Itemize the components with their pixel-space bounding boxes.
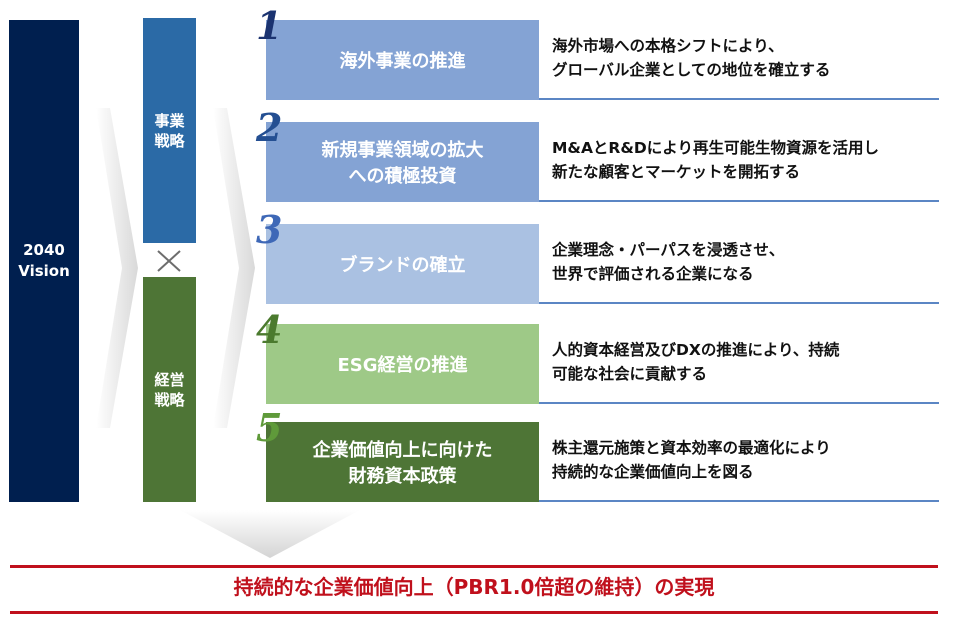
pillar-row-3: ブランドの確立 3 企業理念・パーパスを浸透させ、 世界で評価される企業になる: [256, 210, 941, 304]
pillar-title-box: 海外事業の推進: [266, 20, 539, 100]
pillar-title-box: 新規事業領域の拡大 への積極投資: [266, 122, 539, 202]
conclusion-top-rule: [10, 565, 938, 568]
conclusion-bottom-rule: [10, 611, 938, 614]
conclusion-text: 持続的な企業価値向上（PBR1.0倍超の維持）の実現: [233, 575, 715, 599]
pillar-title-box: 企業価値向上に向けた 財務資本政策: [266, 422, 539, 502]
multiply-icon: [155, 249, 183, 273]
pillar-title-box: ブランドの確立: [266, 224, 539, 304]
pillar-description: M&AとR&Dにより再生可能生物資源を活用し 新たな顧客とマーケットを開拓する: [552, 139, 879, 181]
down-chevron-arrow: [180, 510, 360, 564]
management-strategy-block: 経営 戦略: [143, 277, 196, 502]
pillar-title: ESG経営の推進: [337, 355, 468, 376]
pillar-number: 5: [256, 405, 283, 450]
divider-line: [539, 500, 939, 502]
right-chevron-arrow-1: [96, 108, 138, 428]
business-strategy-label: 事業 戦略: [154, 111, 185, 150]
pillar-row-2: 新規事業領域の拡大 への積極投資 2 M&AとR&Dにより再生可能生物資源を活用…: [256, 108, 941, 202]
management-strategy-label: 経営 戦略: [154, 370, 185, 409]
pillar-title-box: ESG経営の推進: [266, 324, 539, 404]
pillar-row-4: ESG経営の推進 4 人的資本経営及びDXの推進により、持続 可能な社会に貢献す…: [256, 310, 941, 404]
pillar-title: ブランドの確立: [339, 255, 466, 276]
pillar-number: 2: [256, 105, 283, 150]
pillar-description: 海外市場への本格シフトにより、 グローバル企業としての地位を確立する: [552, 37, 831, 79]
vision-label: 2040 Vision: [18, 241, 70, 280]
pillar-description: 株主還元施策と資本効率の最適化により 持続的な企業価値向上を図る: [552, 439, 831, 481]
pillar-number: 4: [256, 307, 283, 352]
pillar-title: 新規事業領域の拡大 への積極投資: [321, 140, 484, 187]
pillar-row-5: 企業価値向上に向けた 財務資本政策 5 株主還元施策と資本効率の最適化により 持…: [256, 408, 941, 502]
divider-line: [539, 302, 939, 304]
pillar-description: 人的資本経営及びDXの推進により、持続 可能な社会に貢献する: [552, 341, 840, 383]
divider-line: [539, 98, 939, 100]
divider-line: [539, 402, 939, 404]
pillar-title: 企業価値向上に向けた 財務資本政策: [312, 440, 493, 487]
pillar-row-1: 海外事業の推進 1 海外市場への本格シフトにより、 グローバル企業としての地位を…: [256, 6, 941, 100]
pillar-number: 1: [256, 3, 283, 48]
vision-block: 2040 Vision: [9, 20, 79, 502]
right-chevron-arrow-2: [213, 108, 255, 428]
divider-line: [539, 200, 939, 202]
pillar-title: 海外事業の推進: [339, 51, 466, 72]
pillar-description: 企業理念・パーパスを浸透させ、 世界で評価される企業になる: [552, 241, 785, 283]
pillar-number: 3: [256, 207, 283, 252]
business-strategy-block: 事業 戦略: [143, 18, 196, 243]
